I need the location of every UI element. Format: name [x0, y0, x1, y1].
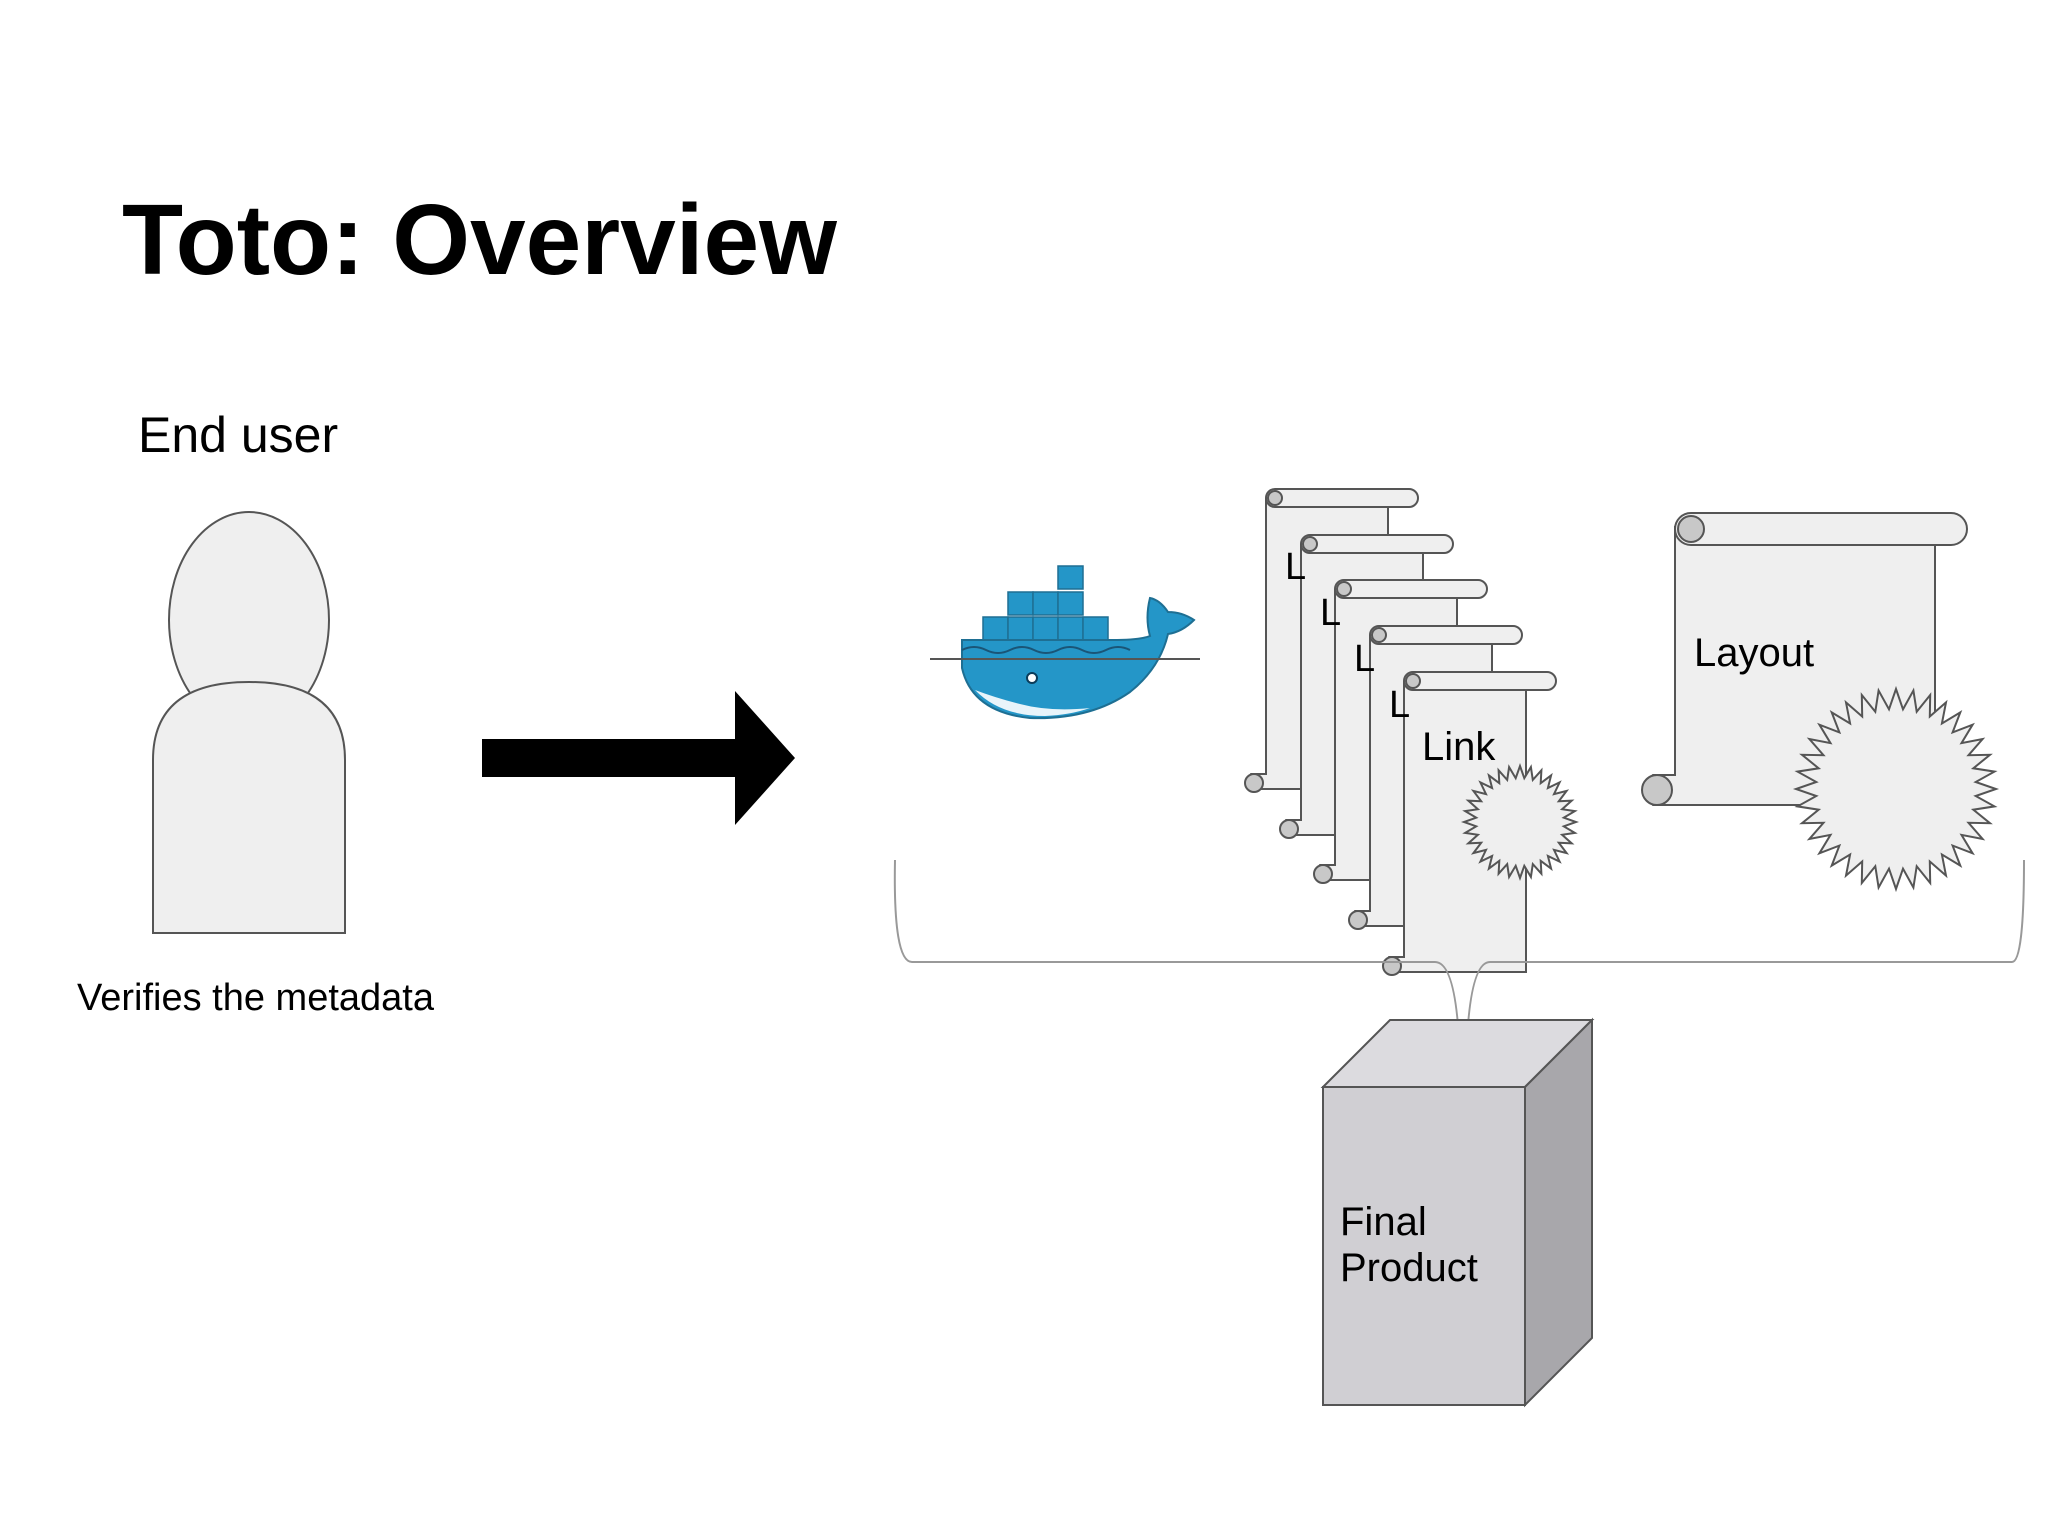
whale-waves	[961, 646, 1131, 654]
link-stub-label: L	[1285, 546, 1307, 588]
person-body	[152, 680, 346, 934]
end-user-label: End user	[138, 407, 339, 463]
final-product-label-line1: Final	[1340, 1200, 1427, 1244]
whale-eye	[1026, 672, 1038, 684]
box-front	[1322, 1086, 1526, 1406]
person-silhouette-icon	[152, 511, 346, 934]
whale-belly	[975, 690, 1090, 716]
box-icon	[1320, 1017, 1595, 1408]
seal-icon	[1792, 685, 2000, 893]
layout-label: Layout	[1694, 631, 1815, 675]
link-stub-label: L	[1389, 684, 1411, 726]
grouping-brace	[893, 859, 2025, 1069]
end-user-caption: Verifies the metadata	[77, 977, 434, 1019]
link-label: Link	[1422, 725, 1496, 769]
final-product-label-line2: Product	[1340, 1246, 1478, 1290]
link-stub-label: L	[1320, 592, 1342, 634]
link-stub-label: L	[1354, 638, 1376, 680]
docker-whale-icon	[930, 565, 1200, 720]
seal-icon	[1460, 762, 1580, 882]
box-side	[1524, 1017, 1593, 1408]
right-arrow-icon	[482, 691, 795, 825]
slide-title: Toto: Overview	[122, 184, 837, 296]
